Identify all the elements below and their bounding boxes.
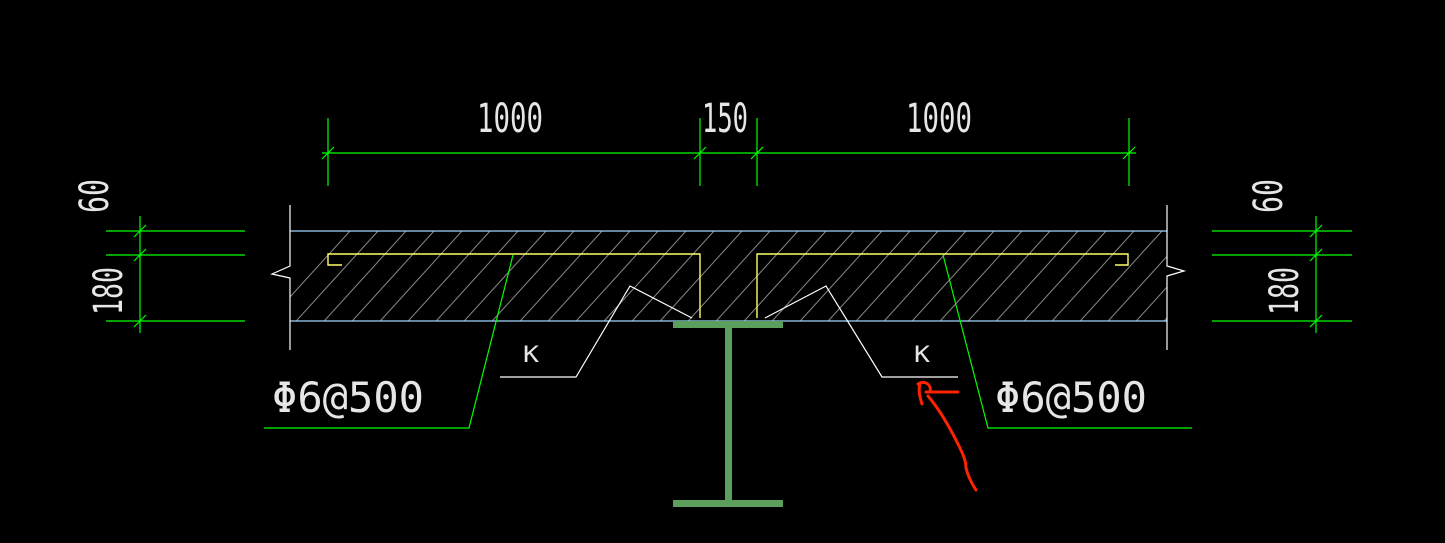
rebar-label-right: Φ6@500 [995,373,1147,422]
top-dimension-lines [321,118,1136,186]
hatch-line [567,231,669,321]
hatch-line [511,231,613,321]
hatch-line [1127,231,1175,321]
hatch-line [343,231,445,321]
right-dimension-lines [1212,216,1352,333]
hatch-line [931,231,1033,321]
hatch-line [1099,231,1175,321]
steel-i-beam [673,321,783,507]
rebar-label-left: Φ6@500 [272,373,424,422]
hatch-line [315,231,417,321]
weld-symbol-right: K [914,343,931,368]
dim-left-total-thickness: 180 [86,267,132,315]
hatch-line [427,231,529,321]
hatch-line [1043,231,1145,321]
hatch-line [399,231,501,321]
hatch-line [455,231,557,321]
left-dimension-lines [106,216,245,333]
hatch-line [287,231,389,321]
dim-right-total-thickness: 180 [1262,267,1308,315]
hatch-line [1071,231,1173,321]
rebar-leaders [264,254,1192,429]
dim-left-top-thickness: 60 [72,179,118,213]
hatch-line [791,231,893,321]
hatch-line [1015,231,1117,321]
hatch-line [847,231,949,321]
rebar-lines [327,253,1129,318]
weld-symbol-left: K [523,343,540,368]
hatch-line [483,231,585,321]
hatch-line [623,231,725,321]
dim-right-top-thickness: 60 [1246,179,1292,213]
hatch-line [763,231,865,321]
hatch-line [595,231,697,321]
hatch-line [735,231,837,321]
hatch-line [539,231,641,321]
hatch-line [819,231,921,321]
hatch-line [651,231,753,321]
slab-hatch [276,231,1175,321]
red-handwritten-arrow-icon [916,380,978,492]
hatch-line [707,231,809,321]
dim-top-right-span: 1000 [906,96,972,142]
hatch-line [371,231,473,321]
dim-top-mid-span: 150 [702,96,748,142]
hatch-line [959,231,1061,321]
hatch-line [679,231,781,321]
hatch-line [987,231,1089,321]
dim-top-left-span: 1000 [477,96,543,142]
break-lines [270,205,1187,350]
hatch-line [875,231,977,321]
weld-leaders [500,285,958,378]
hatch-line [903,231,1005,321]
